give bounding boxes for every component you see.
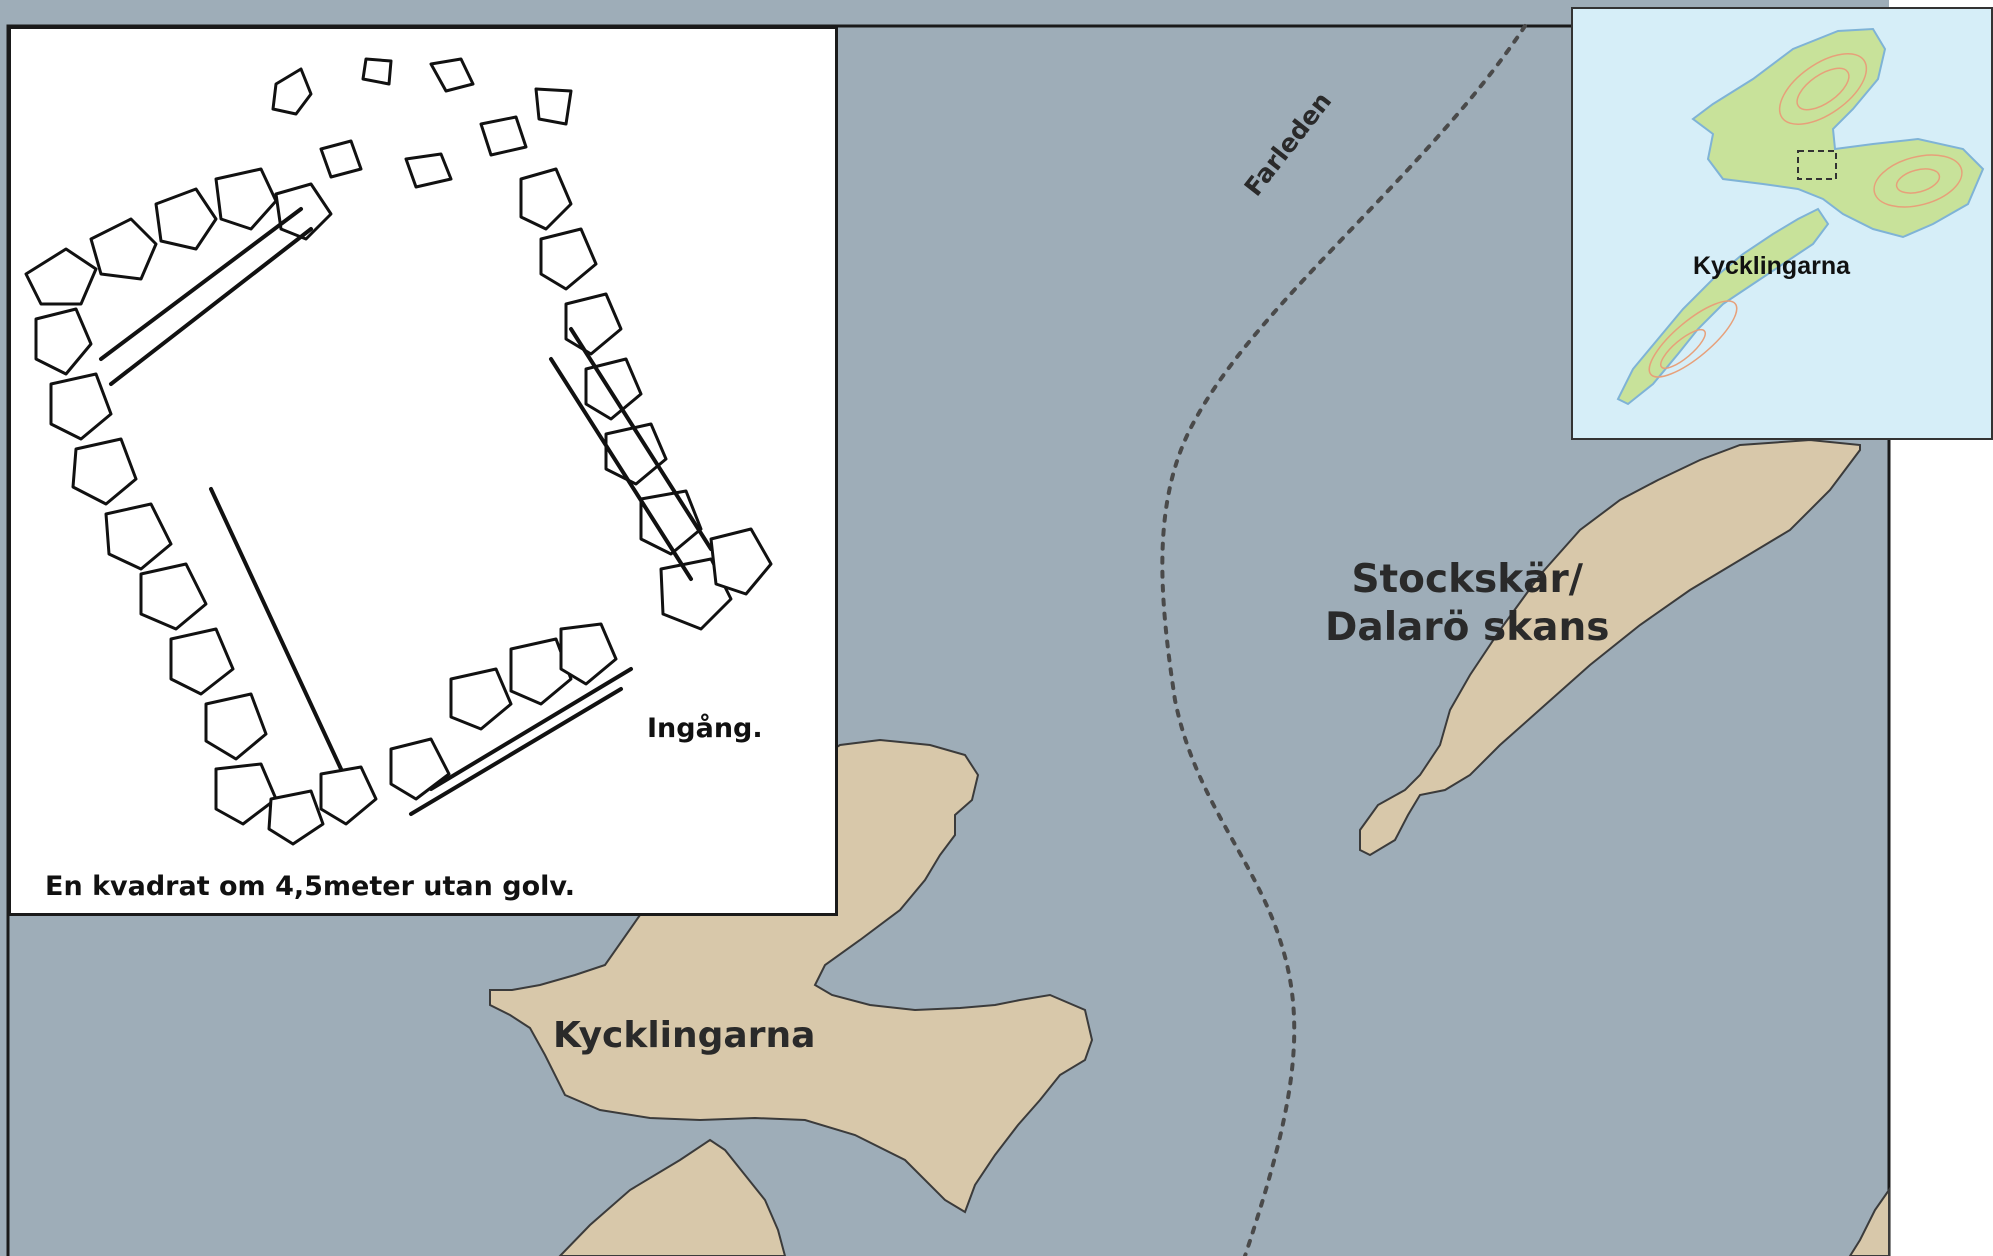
stockskar-island (1359, 438, 1861, 857)
island-label-kycklingarna: Kycklingarna (553, 1015, 816, 1056)
sketch-caption: En kvadrat om 4,5meter utan golv. (45, 871, 576, 902)
overview-label-kycklingarna: Kycklingarna (1693, 252, 1851, 280)
map-margin (1889, 440, 1993, 1256)
island-label-stockskar-line1: Stockskär/ (1351, 557, 1583, 602)
overview-map (1616, 27, 1985, 406)
sketch-entrance-label: Ingång. (647, 713, 763, 744)
kycklingarna-island (489, 738, 1094, 1214)
southern-island (558, 1138, 787, 1256)
island-label-stockskar: Stockskär/ Dalarö skans (1325, 556, 1609, 652)
east-shore (1848, 1186, 1890, 1256)
overview-site-marker (1797, 150, 1837, 180)
sketch-panel: Ingång. En kvadrat om 4,5meter utan golv… (8, 26, 838, 916)
stone-foundation-sketch (24, 57, 773, 846)
overview-inset-map[interactable]: Kycklingarna (1571, 7, 1993, 440)
island-label-stockskar-line2: Dalarö skans (1325, 605, 1610, 650)
farleden-route (1160, 24, 1527, 1256)
